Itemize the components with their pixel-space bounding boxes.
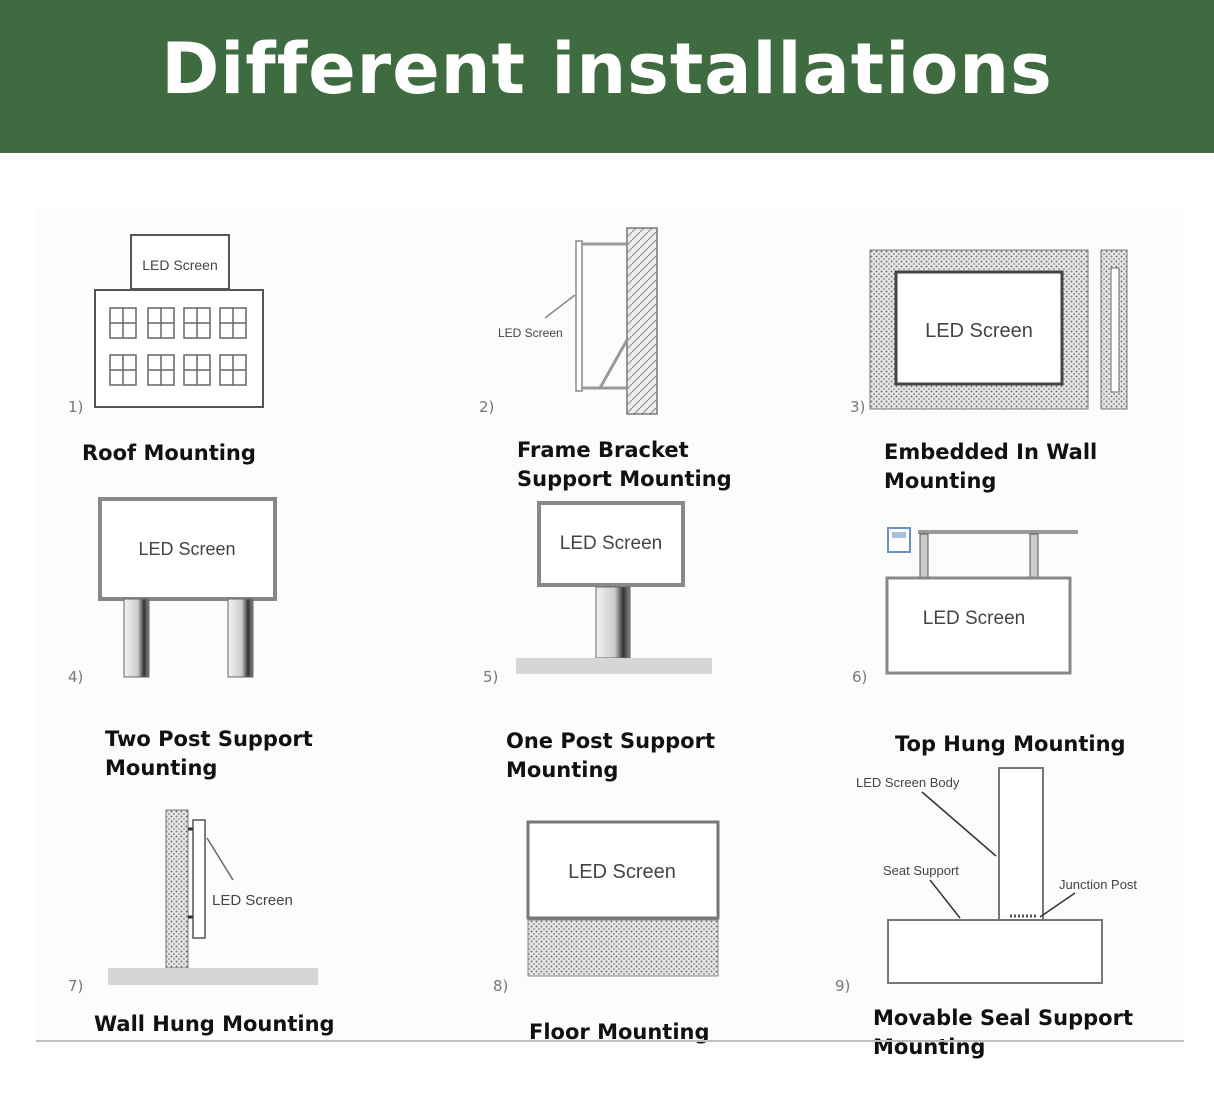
item-number: 6) [852, 668, 868, 686]
item-number: 7) [68, 977, 84, 995]
wall-hung-diagram: LED Screen [108, 809, 318, 985]
item-number: 2) [479, 398, 495, 416]
junction-post-label: Junction Post [1059, 877, 1137, 892]
building-windows [109, 307, 247, 386]
item-number: 3) [850, 398, 866, 416]
one-post-diagram: LED Screen [516, 501, 712, 674]
movable-seal-diagram: LED Screen Body Seat Support Junction Po… [856, 767, 1137, 984]
led-screen-label: LED Screen [142, 257, 217, 273]
caption-floor-mounting: Floor Mounting [529, 1020, 710, 1044]
led-screen-body-label: LED Screen Body [856, 775, 960, 790]
led-screen-label: LED Screen [498, 326, 563, 340]
item-number: 1) [68, 398, 84, 416]
frame-bracket-diagram: LED Screen [498, 227, 658, 415]
item-number: 4) [68, 668, 84, 686]
floor-mounting-diagram: LED Screen [526, 820, 720, 977]
save-icon [887, 527, 911, 553]
item-number: 9) [835, 977, 851, 995]
led-screen-label: LED Screen [138, 539, 235, 559]
top-hung-diagram: LED Screen [885, 527, 1078, 675]
two-post-diagram: LED Screen [98, 497, 277, 678]
roof-mounting-diagram: LED Screen [94, 234, 264, 408]
caption-two-post: Two Post Support Mounting [105, 727, 313, 780]
caption-frame-bracket: Frame Bracket Support Mounting [517, 438, 732, 491]
caption-one-post: One Post Support Mounting [506, 729, 715, 782]
caption-embedded-wall: Embedded In Wall Mounting [884, 440, 1098, 493]
caption-wall-hung: Wall Hung Mounting [94, 1012, 335, 1036]
title-banner: Different installations [0, 0, 1214, 153]
caption-movable-seal: Movable Seal Support Mounting [873, 1006, 1133, 1059]
led-screen-label: LED Screen [925, 320, 1033, 342]
led-screen-label: LED Screen [568, 861, 676, 883]
item-number: 5) [483, 668, 499, 686]
caption-top-hung: Top Hung Mounting [895, 732, 1126, 756]
bottom-divider [36, 1040, 1184, 1042]
led-screen-label: LED Screen [212, 892, 293, 909]
caption-roof-mounting: Roof Mounting [82, 441, 256, 465]
page-title: Different installations [161, 28, 1053, 110]
led-screen-label: LED Screen [923, 608, 1025, 629]
seat-support-label: Seat Support [883, 863, 959, 878]
embedded-wall-diagram: LED Screen [869, 249, 1128, 410]
item-number: 8) [493, 977, 509, 995]
led-screen-label: LED Screen [560, 533, 662, 554]
